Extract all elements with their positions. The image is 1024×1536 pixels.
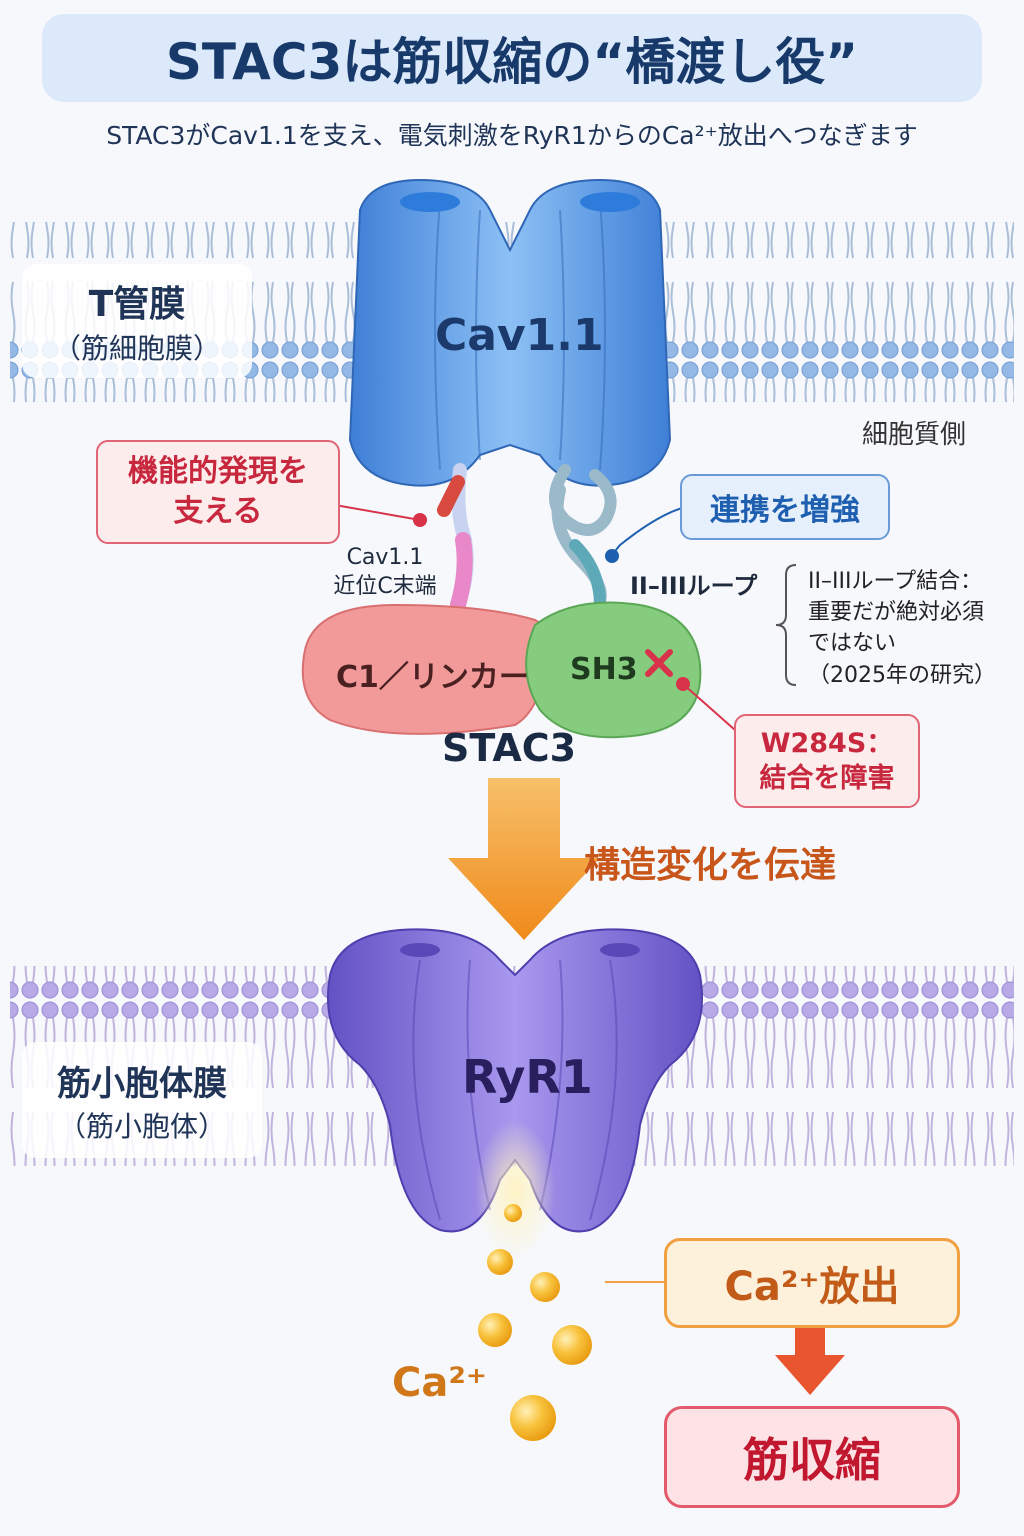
support-callout: 機能的発現を 支える	[96, 440, 340, 544]
loop-note-line: II–IIIループ結合：	[808, 569, 983, 594]
ryr1-label: RyR1	[462, 1050, 593, 1104]
calcium-ions	[478, 1204, 592, 1441]
cav-label: Cav1.1	[435, 310, 604, 361]
page-subtitle: STAC3がCav1.1を支え、電気刺激をRyR1からのCa²⁺放出へつなぎます	[106, 121, 918, 150]
mutation-callout: W284S： 結合を障害	[734, 714, 920, 808]
sr-label: 筋小胞体膜 （筋小胞体）	[22, 1042, 262, 1158]
ca-ion	[510, 1395, 556, 1441]
t-tubule-label-line2: （筋細胞膜）	[52, 332, 221, 365]
support-callout-line1: 機能的発現を	[128, 453, 308, 489]
cterm-red-segment	[437, 475, 465, 517]
ca-ion	[552, 1325, 592, 1365]
ca-ion-label: Ca²⁺	[392, 1360, 487, 1406]
mutation-callout-line2: 結合を障害	[759, 763, 895, 794]
cav-channel	[348, 178, 672, 487]
title-banner: STAC3は筋収縮の“橋渡し役”	[42, 14, 982, 102]
ryr1-channel	[327, 928, 703, 1233]
support-callout-line2: 支える	[173, 494, 263, 529]
sr-label-line2: （筋小胞体）	[57, 1109, 226, 1143]
c1-linker-label: C1／リンカー	[336, 660, 529, 695]
t-tubule-label-line1: T管膜	[88, 284, 186, 325]
sh3-domain	[525, 601, 702, 739]
ca-ion	[504, 1204, 522, 1222]
cterm-label-line1: Cav1.1	[346, 545, 424, 570]
loop-note: II–IIIループ結合： 重要だが絶対必須 ではない （2025年の研究）	[808, 566, 996, 691]
enhance-callout: 連携を増強	[680, 474, 890, 540]
cytoplasm-label: 細胞質側	[862, 420, 967, 450]
sr-label-line1: 筋小胞体膜	[57, 1063, 227, 1104]
loop-note-line: ではない	[808, 631, 897, 657]
ca-ion	[530, 1272, 560, 1302]
t-tubule-label: T管膜 （筋細胞膜）	[22, 264, 252, 378]
cterm-label: Cav1.1 近位C末端	[320, 544, 450, 601]
sh3-label: SH3	[570, 652, 638, 687]
loop-label: II–IIIループ	[630, 572, 758, 600]
cterm-label-line2: 近位C末端	[333, 573, 437, 599]
ca-release-box: Ca²⁺放出	[664, 1238, 960, 1328]
loop-note-line: （2025年の研究）	[808, 662, 996, 688]
loop-note-line: 重要だが絶対必須	[808, 600, 985, 626]
contraction-box: 筋収縮	[664, 1406, 960, 1508]
page-title: STAC3は筋収縮の“橋渡し役”	[165, 33, 859, 91]
mutation-callout-line1: W284S：	[760, 727, 894, 759]
ca-ion	[487, 1249, 513, 1275]
transmit-label: 構造変化を伝達	[584, 845, 837, 886]
stac3-label: STAC3	[442, 726, 577, 770]
transmit-arrow	[448, 778, 600, 940]
mutation-x-mark	[645, 649, 673, 677]
ca-ion	[478, 1313, 512, 1347]
release-to-contraction-arrow	[775, 1323, 845, 1395]
